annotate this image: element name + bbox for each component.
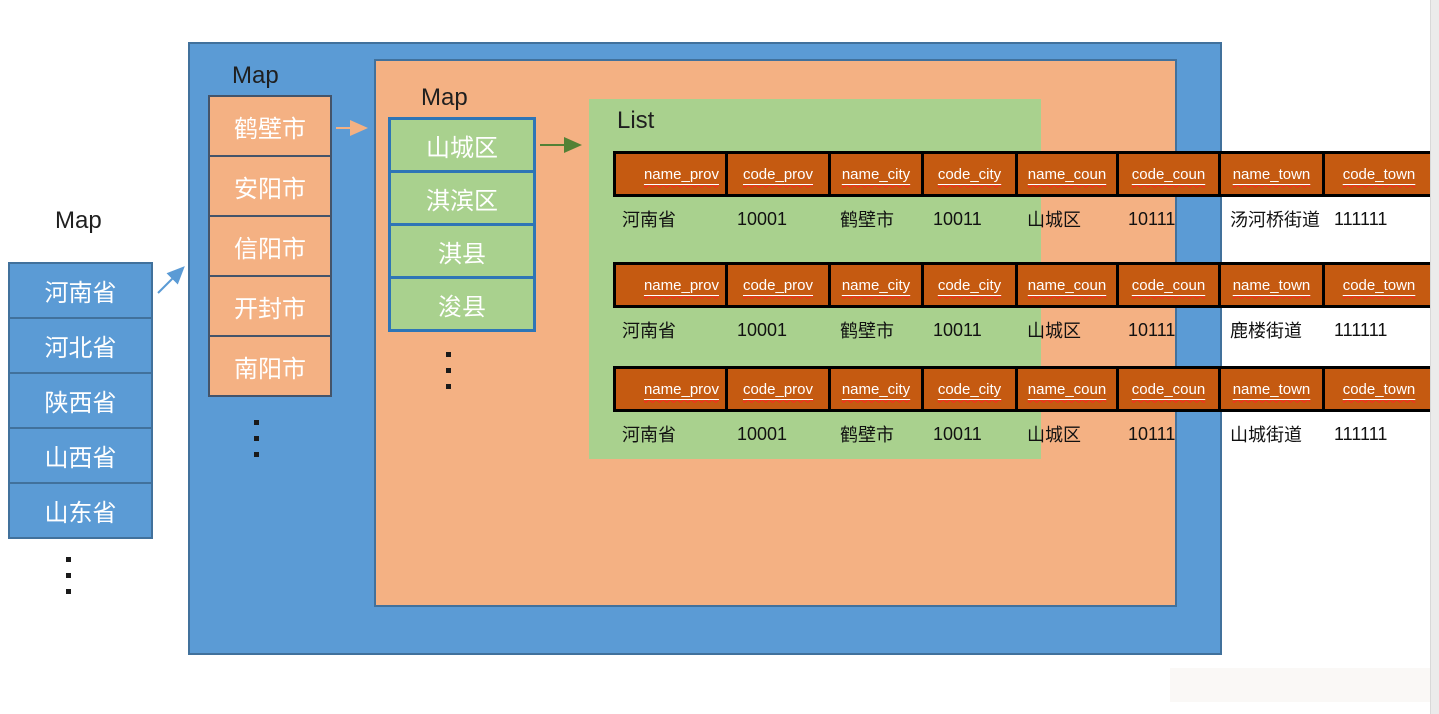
watermark <box>1170 668 1436 702</box>
province-map-title: Map <box>55 207 102 234</box>
column-header: code_town <box>1342 380 1416 398</box>
district-node: 淇县 <box>388 223 536 279</box>
table-header-row: name_prov code_prov name_city code_city … <box>613 151 1436 197</box>
column-header: name_city <box>831 154 924 194</box>
province-node: 河南省 <box>8 262 153 319</box>
city-map-title: Map <box>232 62 279 89</box>
column-header: name_coun <box>1018 265 1119 305</box>
table-cell: 111111 <box>1334 319 1388 340</box>
table-cell: 河南省 <box>622 321 676 341</box>
table-header-row: name_prov code_prov name_city code_city … <box>613 262 1436 308</box>
column-header: name_prov <box>616 154 728 194</box>
city-node: 开封市 <box>208 275 332 337</box>
column-header: code_city <box>924 265 1018 305</box>
record-table-1: name_prov code_prov name_city code_city … <box>613 151 1436 241</box>
table-cell: 山城区 <box>1027 425 1081 445</box>
column-header: name_town <box>1221 265 1325 305</box>
column-header: code_coun <box>1119 369 1221 409</box>
table-cell: 10111 <box>1128 208 1176 229</box>
table-cell: 10011 <box>933 208 982 229</box>
table-cell: 111111 <box>1334 423 1388 444</box>
table-row: 河南省 10001 鹤壁市 10011 山城区 10111 鹿楼街道 11111… <box>616 308 1436 352</box>
province-node: 山西省 <box>8 427 153 484</box>
column-header: code_town <box>1342 165 1416 183</box>
column-header: code_prov <box>728 154 831 194</box>
column-header: code_prov <box>728 265 831 305</box>
province-node: 河北省 <box>8 317 153 374</box>
record-table-3: name_prov code_prov name_city code_city … <box>613 366 1436 456</box>
column-header: name_coun <box>1018 154 1119 194</box>
column-header: code_coun <box>1119 265 1221 305</box>
table-cell: 10001 <box>737 208 788 229</box>
table-cell: 111111 <box>1334 208 1388 229</box>
table-header-row: name_prov code_prov name_city code_city … <box>613 366 1436 412</box>
district-map-title: Map <box>421 84 468 111</box>
table-cell: 鹤壁市 <box>840 321 894 341</box>
arrow-province-to-city-icon <box>157 266 185 294</box>
scrollbar[interactable] <box>1430 0 1439 714</box>
record-table-2: name_prov code_prov name_city code_city … <box>613 262 1436 352</box>
table-row: 河南省 10001 鹤壁市 10011 山城区 10111 汤河桥街道 1111… <box>616 197 1436 241</box>
table-cell: 山城街道 <box>1230 425 1302 445</box>
vertical-ellipsis-icon <box>254 420 259 457</box>
table-row: 河南省 10001 鹤壁市 10011 山城区 10111 山城街道 11111… <box>616 412 1436 456</box>
table-cell: 鹤壁市 <box>840 210 894 230</box>
column-header: name_city <box>831 369 924 409</box>
table-cell: 河南省 <box>622 425 676 445</box>
district-node: 浚县 <box>388 276 536 332</box>
province-map-stack: 河南省 河北省 陕西省 山西省 山东省 <box>8 262 153 539</box>
column-header: code_city <box>924 369 1018 409</box>
column-header: code_town <box>1342 276 1416 294</box>
column-header: code_city <box>924 154 1018 194</box>
table-cell: 鹿楼街道 <box>1230 321 1302 341</box>
table-cell: 汤河桥街道 <box>1230 210 1320 230</box>
column-header: name_coun <box>1018 369 1119 409</box>
table-cell: 10111 <box>1128 423 1176 444</box>
table-cell: 10011 <box>933 319 982 340</box>
column-header: name_town <box>1221 369 1325 409</box>
table-cell: 山城区 <box>1027 321 1081 341</box>
table-cell: 10111 <box>1128 319 1176 340</box>
vertical-ellipsis-icon <box>66 557 71 594</box>
table-cell: 10001 <box>737 423 788 444</box>
district-map-stack: 山城区 淇滨区 淇县 浚县 <box>388 117 536 332</box>
city-node: 南阳市 <box>208 335 332 397</box>
column-header: code_coun <box>1119 154 1221 194</box>
city-node: 信阳市 <box>208 215 332 277</box>
table-cell: 10011 <box>933 423 982 444</box>
vertical-ellipsis-icon <box>446 352 451 389</box>
column-header: name_prov <box>616 369 728 409</box>
city-node: 安阳市 <box>208 155 332 217</box>
table-cell: 鹤壁市 <box>840 425 894 445</box>
province-node: 陕西省 <box>8 372 153 429</box>
column-header: name_city <box>831 265 924 305</box>
table-cell: 山城区 <box>1027 210 1081 230</box>
city-map-stack: 鹤壁市 安阳市 信阳市 开封市 南阳市 <box>208 95 332 397</box>
column-header: name_town <box>1221 154 1325 194</box>
table-cell: 河南省 <box>622 210 676 230</box>
table-cell: 10001 <box>737 319 788 340</box>
column-header: code_prov <box>728 369 831 409</box>
list-title: List <box>617 107 655 134</box>
district-node: 淇滨区 <box>388 170 536 226</box>
district-node: 山城区 <box>388 117 536 173</box>
city-node: 鹤壁市 <box>208 95 332 157</box>
province-node: 山东省 <box>8 482 153 539</box>
column-header: name_prov <box>616 265 728 305</box>
